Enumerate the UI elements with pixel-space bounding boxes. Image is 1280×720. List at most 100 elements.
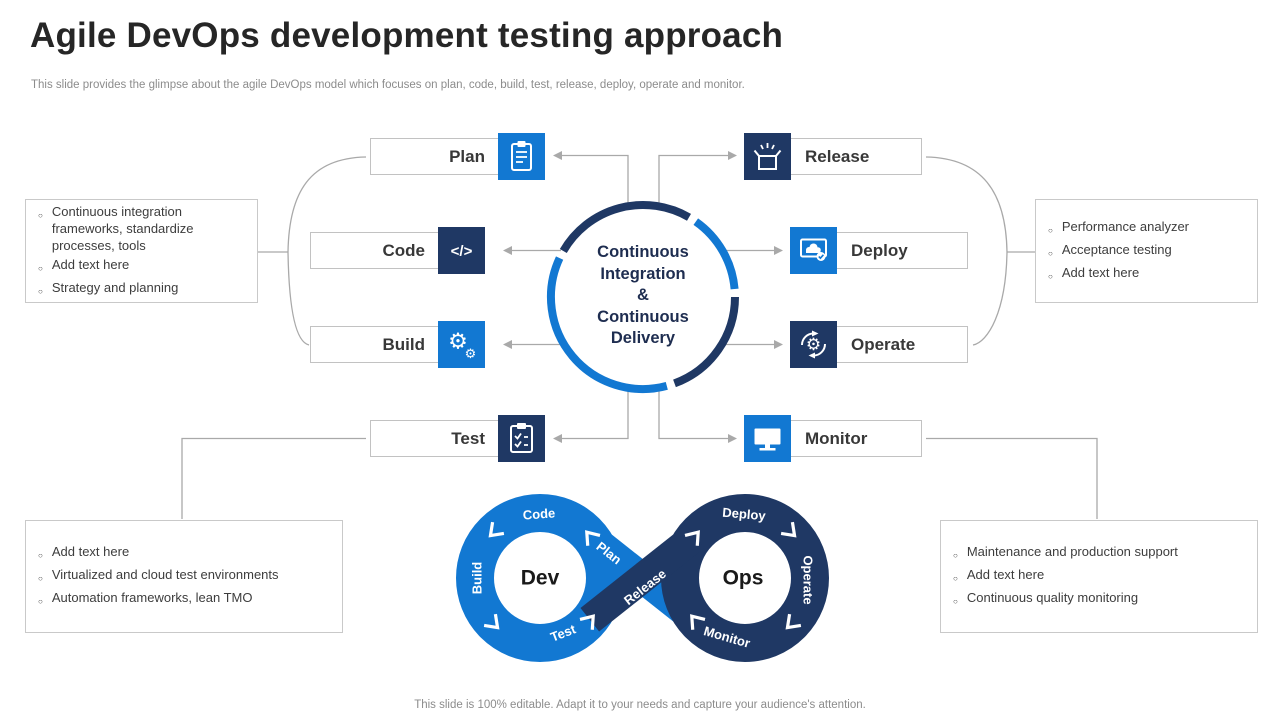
connector-release xyxy=(658,154,728,206)
test-checklist-icon xyxy=(498,415,545,462)
stage-operate-box: Operate xyxy=(814,326,968,363)
deploy-cloud-icon xyxy=(790,227,837,274)
connector-plan xyxy=(562,154,629,206)
note-text: Continuous quality monitoring xyxy=(966,590,1139,605)
release-ribbon xyxy=(580,524,705,632)
note-text: Virtualized and cloud test environments xyxy=(51,567,279,582)
plan-clipboard-icon xyxy=(498,133,545,180)
note-box-bottom-left: ○ Add text here ○ Virtualized and cloud te… xyxy=(25,520,343,633)
note-text: Strategy and planning xyxy=(51,279,179,295)
arrowhead-code xyxy=(503,246,512,255)
stage-release-box: Release xyxy=(768,138,922,175)
stage-release-label: Release xyxy=(805,146,870,166)
stage-test-box: Test xyxy=(370,420,522,457)
note-text: Automation frameworks, lean TMO xyxy=(51,590,253,605)
chevron-icon xyxy=(585,530,601,546)
ops-label: Ops xyxy=(723,567,764,590)
note-item: ○ Strategy and planning xyxy=(38,279,245,300)
bullet-icon: ○ xyxy=(1048,271,1053,281)
cicd-circle-text: Continuous Integration & Continuous Deli… xyxy=(558,242,728,350)
cicd-line: Continuous xyxy=(597,243,689,261)
note-item: ○ Add text here xyxy=(1048,264,1245,285)
ring-arc-blue-upper-right xyxy=(693,218,739,290)
chevron-icon xyxy=(780,521,797,538)
infinity-label-code: Code xyxy=(522,505,555,522)
cicd-circle-face xyxy=(551,205,735,389)
arrowhead-plan xyxy=(553,151,562,160)
bullet-icon: ○ xyxy=(38,286,43,296)
arrowhead-operate xyxy=(774,340,783,349)
bullet-icon: ○ xyxy=(38,574,43,583)
chevron-icon xyxy=(488,521,505,538)
cicd-line: Integration xyxy=(600,264,686,283)
svg-text:⚙: ⚙ xyxy=(465,347,477,362)
ring-arc-navy-top xyxy=(559,201,691,254)
note-text: Continuous integration frameworks, stand… xyxy=(51,203,194,253)
infinity-label-operate: Operate xyxy=(801,555,816,604)
connector-monitor xyxy=(658,388,728,440)
stage-plan-label: Plan xyxy=(449,146,485,166)
arrowhead-test xyxy=(553,434,562,443)
note-text: Maintenance and production support xyxy=(966,544,1178,559)
note-text: Add text here xyxy=(51,544,130,559)
cicd-circle-ring xyxy=(546,201,739,394)
connector-note-bottom-left xyxy=(181,437,366,519)
bullet-icon: ○ xyxy=(38,263,43,273)
chevron-icon xyxy=(483,613,500,630)
note-item: ○ Add text here xyxy=(38,543,330,564)
bullet-icon: ○ xyxy=(1048,225,1053,235)
stage-build-box: Build xyxy=(310,326,462,363)
stage-code-label: Code xyxy=(382,240,426,260)
note-text: Acceptance testing xyxy=(1061,241,1172,257)
arrowhead-deploy xyxy=(774,246,783,255)
note-text: Performance analyzer xyxy=(1061,218,1190,234)
chevron-icon xyxy=(579,614,595,630)
bullet-icon: ○ xyxy=(953,574,958,583)
arrowhead-release xyxy=(728,151,737,160)
stage-operate-label: Operate xyxy=(851,334,916,354)
arrowhead-build xyxy=(503,340,512,349)
cicd-line: Delivery xyxy=(610,329,676,347)
note-item: ○ Add text here xyxy=(953,566,1245,587)
bullet-icon: ○ xyxy=(1048,248,1053,258)
code-brackets-icon: </> xyxy=(438,227,485,274)
note-text: Add text here xyxy=(1061,264,1140,280)
note-item: ○ Virtualized and cloud test environments xyxy=(38,566,330,587)
note-box-top-right: ○ Performance analyzer ○ Acceptance testin… xyxy=(1035,199,1258,303)
stage-code-box: Code xyxy=(310,232,462,269)
note-text: Add text here xyxy=(966,567,1045,582)
bullet-icon: ○ xyxy=(953,551,958,560)
stage-plan-box: Plan xyxy=(370,138,522,175)
cicd-line: Continuous xyxy=(597,307,689,326)
footer-note: This slide is 100% editable. Adapt it to… xyxy=(414,699,866,711)
page-title: Agile DevOps development testing approac… xyxy=(30,16,784,55)
operate-gear-sync-icon: ⚙ xyxy=(790,321,837,368)
chevron-icon xyxy=(684,530,700,546)
note-item: ○Continuous quality monitoring xyxy=(953,589,1245,610)
cicd-line: & xyxy=(637,286,649,304)
infinity-label-deploy: Deploy xyxy=(722,505,767,524)
note-item: ○Add text here xyxy=(38,256,245,277)
svg-text:</>: </> xyxy=(451,243,473,260)
note-box-top-left: ○ Continuous integration frameworks, stan… xyxy=(25,199,258,303)
note-item: ○ Acceptance testing xyxy=(1048,241,1245,262)
connector-note-bottom-right xyxy=(926,437,1098,519)
bullet-icon: ○ xyxy=(38,210,43,220)
connector-test xyxy=(562,388,629,440)
stage-monitor-box: Monitor xyxy=(768,420,922,457)
dev-label: Dev xyxy=(521,567,560,590)
monitor-screen-icon xyxy=(744,415,791,462)
stage-deploy-box: Deploy xyxy=(814,232,968,269)
note-item: ○Automation frameworks, lean TMO xyxy=(38,589,330,610)
brace-left xyxy=(287,156,367,346)
note-item: ○ Performance analyzer xyxy=(1048,218,1245,239)
chevron-icon xyxy=(785,613,802,630)
svg-text:⚙: ⚙ xyxy=(448,330,468,355)
note-box-bottom-right: ○ Maintenance and production support ○ Add… xyxy=(940,520,1258,633)
release-box-icon xyxy=(744,133,791,180)
bullet-icon: ○ xyxy=(38,551,43,560)
note-item: ○ Maintenance and production support xyxy=(953,543,1245,564)
stage-deploy-label: Deploy xyxy=(851,240,908,260)
